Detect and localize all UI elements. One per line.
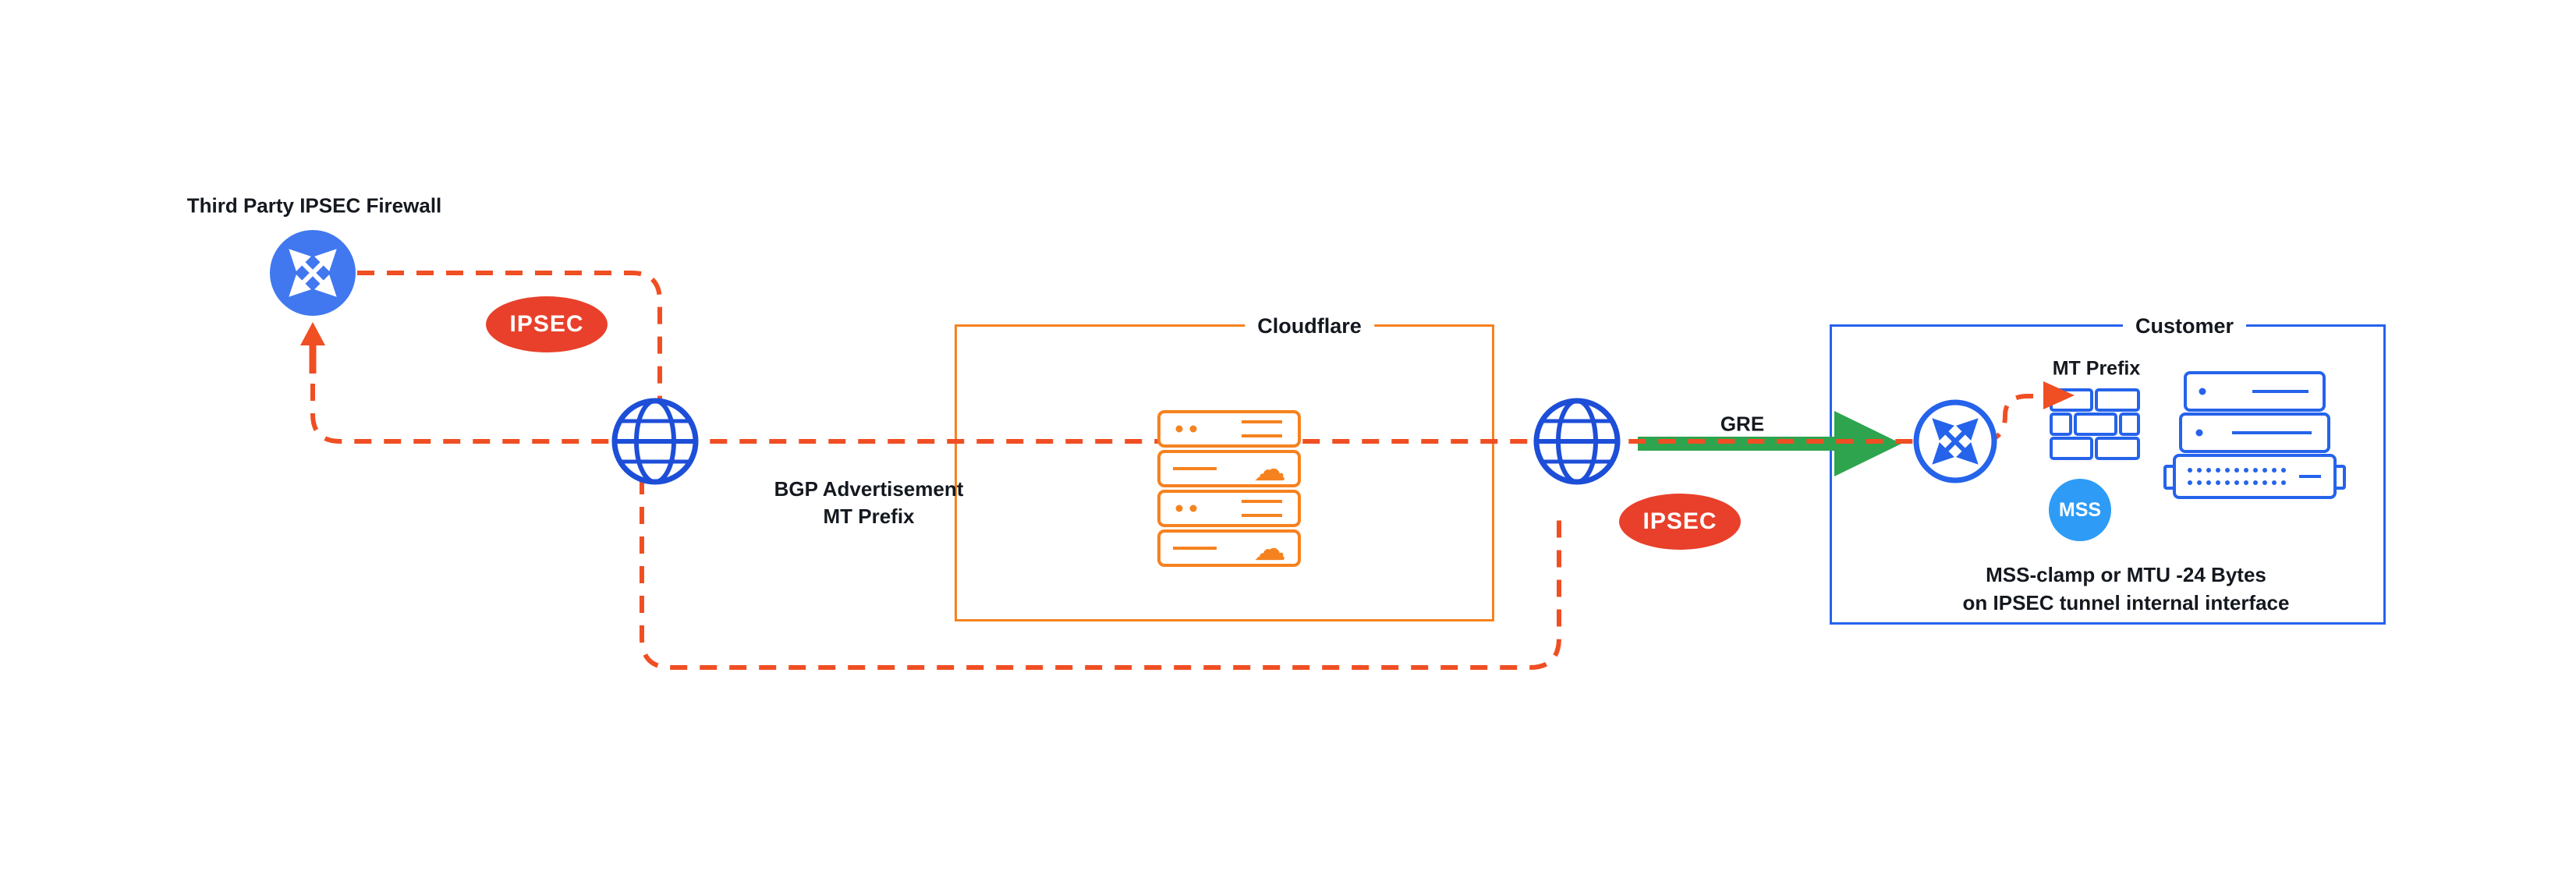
up-arrow-icon (300, 322, 325, 374)
router-icon (270, 230, 356, 316)
mss-clamp-note-line2: on IPSEC tunnel internal interface (1962, 591, 2290, 614)
firewall-bricks-icon (2050, 388, 2140, 460)
bgp-advertisement-line1: BGP Advertisement (774, 477, 964, 501)
cloud-icon: ☁ (1253, 529, 1286, 568)
cloudflare-box: Cloudflare (955, 313, 1494, 621)
mss-badge: MSS (2049, 479, 2111, 541)
firewall-to-internet-path (357, 271, 662, 437)
customer-router-icon (1913, 399, 1997, 483)
mt-prefix-label: MT Prefix (2052, 357, 2141, 380)
gre-arrow (1638, 411, 1901, 476)
globe-icon (1536, 401, 1618, 482)
bgp-advertisement-label: BGP Advertisement MT Prefix (774, 476, 964, 530)
bgp-advertisement-line2: MT Prefix (823, 505, 915, 528)
mss-clamp-note: MSS-clamp or MTU -24 Bytes on IPSEC tunn… (1963, 561, 2290, 617)
customer-server-stack-icon (2163, 371, 2346, 499)
third-party-firewall-label: Third Party IPSEC Firewall (186, 193, 442, 218)
gre-label: GRE (1720, 412, 1765, 436)
ipsec-badge: IPSEC (486, 296, 608, 352)
ipsec-tunnel-main-path (310, 384, 2040, 444)
customer-box: Customer (1830, 313, 2386, 625)
mss-clamp-note-line1: MSS-clamp or MTU -24 Bytes (1986, 563, 2266, 586)
globe-icon (615, 401, 696, 482)
cloudflare-server-stack-icon: ☁ ☁ (1157, 410, 1301, 568)
cloud-icon: ☁ (1253, 450, 1286, 488)
cloudflare-box-label: Cloudflare (1245, 313, 1374, 339)
return-loop-path (640, 477, 1561, 670)
ipsec-badge: IPSEC (1619, 494, 1741, 550)
customer-box-label: Customer (2122, 313, 2247, 339)
mt-prefix-arrowhead (2043, 381, 2075, 409)
